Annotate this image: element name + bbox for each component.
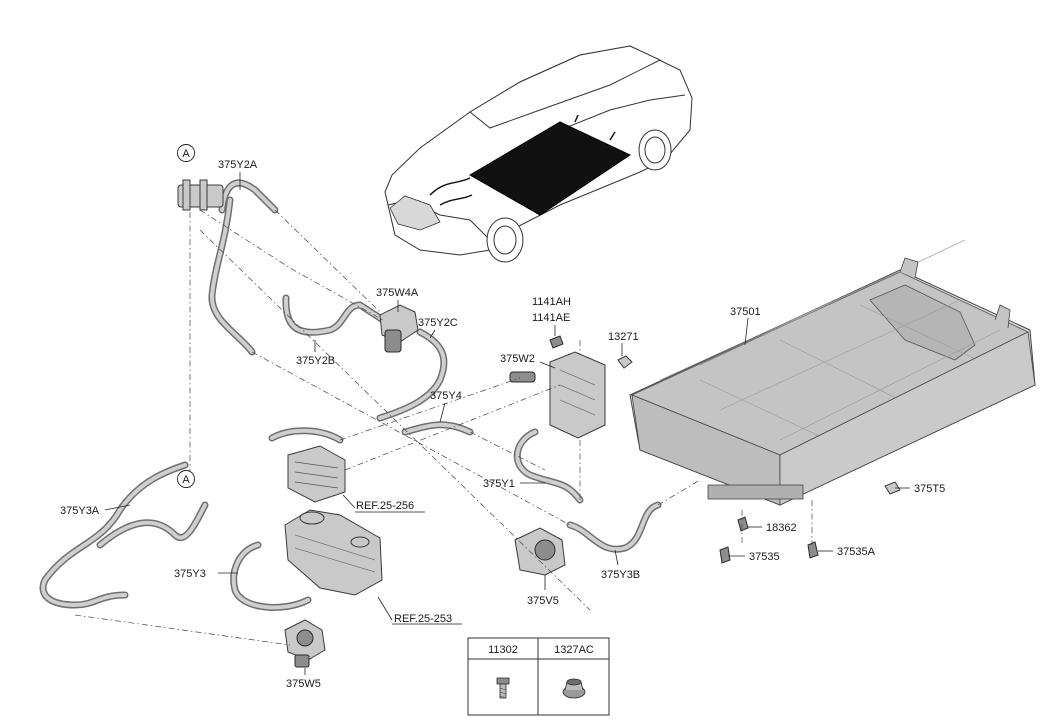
label-375Y2C: 375Y2C [418,317,458,329]
vehicle-illustration [384,45,693,263]
label-375W2: 375W2 [500,353,535,365]
label-375Y3B: 375Y3B [601,569,640,581]
marker-a-mid-text: A [182,474,190,486]
label-375V5: 375V5 [527,595,559,607]
label-375W4A: 375W4A [376,287,419,299]
label-ref-25-253: REF.25-253 [394,613,452,625]
label-375Y3: 375Y3 [174,568,206,580]
circle-marker-a-mid: A [177,470,195,488]
hoses [39,179,662,611]
battery-tray-37501 [629,239,1036,506]
label-37501: 37501 [730,306,761,318]
components [177,179,901,668]
label-37535: 37535 [749,551,780,563]
circle-marker-a-top: A [177,144,195,162]
label-375Y3A: 375Y3A [60,505,100,517]
label-18362: 18362 [766,522,797,534]
part-labels: 375Y2A 375W4A 375Y2C 375Y2B 375Y4 1141AH… [60,159,945,690]
label-13271: 13271 [608,331,639,343]
label-ref-25-256: REF.25-256 [356,500,414,512]
legend-col2-label: 1327AC [554,644,594,656]
legend-col1-label: 11302 [488,644,518,656]
fastener-legend-table: 11302 1327AC [467,637,610,716]
label-37535A: 37535A [837,546,876,558]
label-1141AE: 1141AE [532,312,570,324]
label-leaders [104,172,910,675]
label-375Y1: 375Y1 [483,478,515,490]
label-375T5: 375T5 [914,483,945,495]
grommet-icon [562,678,586,699]
bolt-icon [496,677,510,699]
label-375Y2A: 375Y2A [218,159,258,171]
reference-lines [74,209,813,646]
label-375Y4: 375Y4 [430,390,462,402]
marker-a-top-text: A [182,148,190,160]
label-375W5: 375W5 [286,678,321,690]
label-1141AH: 1141AH [532,296,571,308]
label-375Y2B: 375Y2B [296,355,335,367]
